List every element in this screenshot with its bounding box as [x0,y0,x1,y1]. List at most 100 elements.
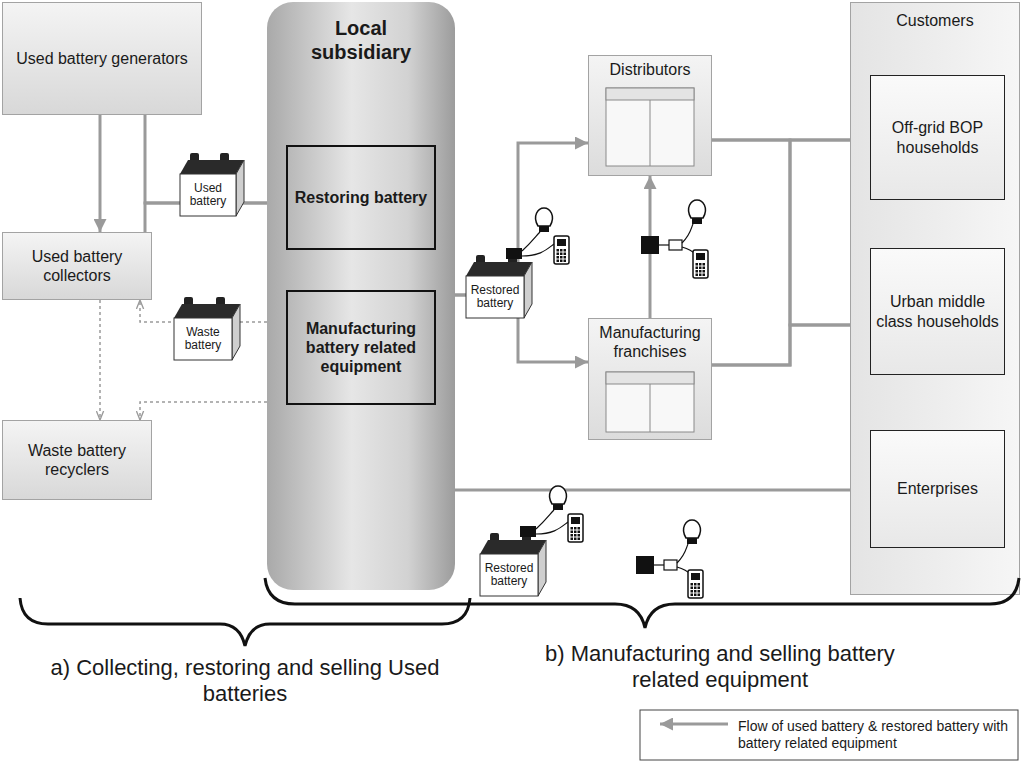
flow-arrow [712,140,870,365]
phone-key [696,270,699,273]
phone-body [554,236,569,264]
bulb-base [687,538,697,544]
battery-front [180,174,236,216]
bulb-glass [550,486,567,504]
bulb-base [692,218,702,224]
phone-icon [688,570,703,598]
node-text: Distributors [605,60,696,79]
recycler-box: Waste battery recyclers [2,420,152,500]
phone-screen [571,517,580,524]
charger-box [641,236,659,254]
phone-body [693,250,708,278]
battery-side [538,540,546,596]
phone-screen [691,573,700,580]
controller-box [664,560,677,570]
node-text: Local subsidiary [296,16,426,64]
store-frame [606,88,694,166]
flow-arrow [455,489,870,492]
process-box: Manufacturing battery related equipment [286,290,436,405]
source-box: Used battery generators [2,2,202,115]
wire [536,522,568,534]
battery-label: Waste battery [174,318,232,360]
section-caption: a) Collecting, restoring and selling Use… [30,652,460,710]
controller-box [669,240,682,250]
phone-key [699,270,702,273]
customer-panel: CustomersOff-grid BOP householdsUrban mi… [850,2,1020,595]
phone-screen [696,253,705,260]
phone-screen [557,239,566,246]
phone-key [691,590,694,593]
store-icon [606,88,694,166]
phone-key [574,531,577,534]
store-door [650,384,651,432]
bulb-glass [536,208,553,226]
phone-key [564,253,567,256]
waste-flow-arrow [99,300,101,420]
phone-body [568,514,583,542]
battery-side [236,160,244,216]
bulb-glass [684,520,701,538]
battery-side [524,262,532,318]
battery-side [232,304,240,360]
battery-label: Restored battery [466,276,524,318]
phone-key [703,263,706,266]
bulb-base [553,504,563,510]
phone-key [703,270,706,273]
phone-key [691,594,694,597]
bulb-base [539,226,549,232]
phone-key [699,274,702,277]
store-icon [606,372,694,432]
customer-box: Enterprises [870,430,1005,548]
phone-key [557,253,560,256]
battery-label: Used battery [180,174,236,216]
process-box: Restoring battery [286,145,436,250]
customer-box: Urban middle class households [870,248,1005,375]
phone-key [571,531,574,534]
phone-key [571,527,574,530]
charger-box [520,526,536,537]
legend-sample [660,723,728,726]
phone-key [698,594,701,597]
phone-key [560,249,563,252]
wire [677,544,688,563]
phone-icon [693,250,708,278]
phone-key [696,267,699,270]
phone-key [557,249,560,252]
phone-key [578,527,581,530]
battery-top [466,262,532,276]
phone-key [578,534,581,537]
bulb-icon [689,200,706,224]
flow-arrow [455,143,588,295]
battery-top [180,160,244,174]
node-text: Urban middle class households [871,292,1004,330]
battery-top [174,304,240,318]
phone-icon [568,514,583,542]
bulb-icon [550,486,567,510]
phone-key [578,531,581,534]
node-text: Used battery collectors [3,247,151,285]
battery-icon [480,533,546,596]
node-text: Customers [891,11,978,30]
battery-icon [466,255,532,318]
phone-key [698,583,701,586]
node-text: Manufacturing battery related equipment [288,319,434,377]
legend-text: Flow of used battery & restored battery … [738,713,1012,757]
charger-box [636,556,654,574]
customer-box: Off-grid BOP households [870,75,1005,200]
battery-icon [174,297,240,360]
phone-key [698,587,701,590]
phone-key [574,527,577,530]
wire [522,244,554,256]
phone-body [688,570,703,598]
phone-key [694,594,697,597]
phone-key [699,263,702,266]
phone-key [691,587,694,590]
phone-key [571,534,574,537]
battery-label: Restored battery [480,554,538,596]
phone-key [560,253,563,256]
node-text: Enterprises [892,479,983,498]
wire [522,232,540,251]
phone-key [696,274,699,277]
flow-arrow [99,115,102,232]
